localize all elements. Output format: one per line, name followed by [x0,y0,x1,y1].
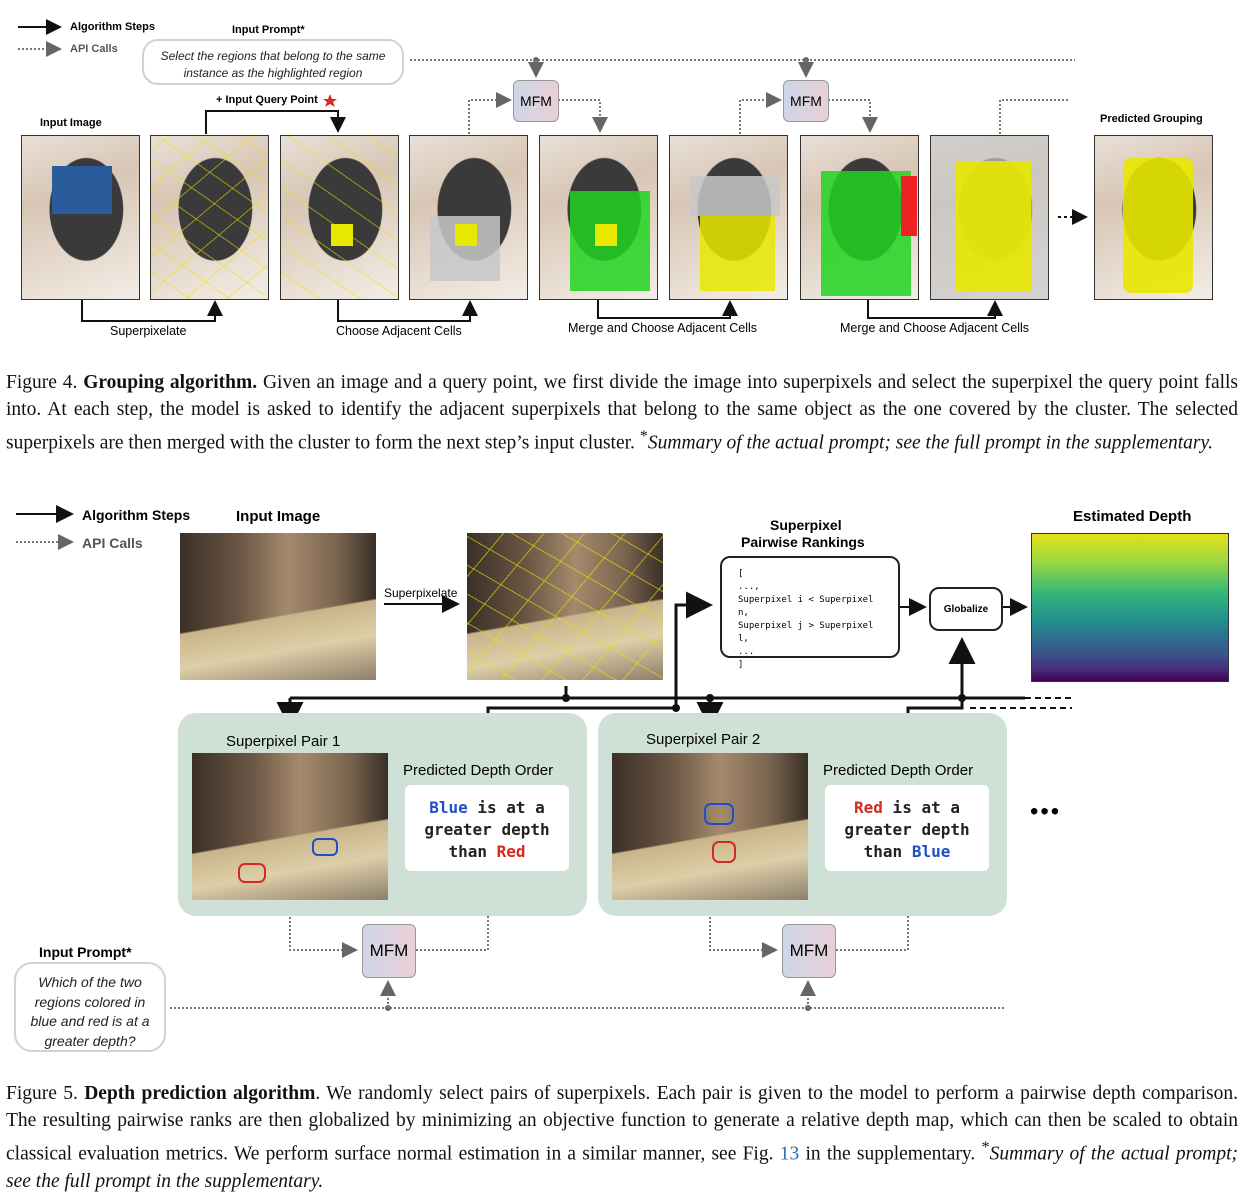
input-prompt-bubble: Select the regions that belong to the sa… [142,39,404,85]
fig5-connectors [16,505,1072,1011]
legend-api-label: API Calls [82,535,143,551]
query-point-label: + Input Query Point [216,94,318,106]
pair2-answer: Red is at a greater depth than Blue [825,785,989,871]
legend-steps-label: Algorithm Steps [70,21,155,33]
input-image-label: Input Image [40,117,102,129]
legend-steps-label: Algorithm Steps [82,507,191,523]
globalize-box: Globalize [929,587,1003,631]
superpixel-panel [150,135,269,300]
pairwise-rankings-box: [ ..., Superpixel i < Superpixel n, Supe… [720,556,900,670]
step-merge2-label: Merge and Choose Adjacent Cells [840,321,1030,335]
pair1-pdo-label: Predicted Depth Order [403,762,554,779]
estimated-depth-label: Estimated Depth [1073,508,1192,525]
step-superpixelate-label: Superpixelate [110,324,187,338]
mfm-box: MFM [782,924,836,978]
phone-screen [52,166,112,214]
star-icon [323,94,337,107]
step2-panel [669,135,788,300]
step2-answer-panel [800,135,919,300]
predicted-grouping-label: Predicted Grouping [1100,113,1203,125]
input-image-label: Input Image [236,508,321,525]
step-merge1-label: Merge and Choose Adjacent Cells [568,321,758,335]
mfm-box: MFM [362,924,416,978]
input-prompt-title: Input Prompt* [232,24,305,36]
predicted-grouping-panel [1094,135,1213,300]
figure5-caption: Figure 5. Depth prediction algorithm. We… [6,1083,1239,1192]
rankings-title-2: Pairwise Rankings [741,534,865,550]
query-panel [280,135,399,300]
legend-api-label: API Calls [70,43,118,55]
pair1-answer: Blue is at a greater depth than Red [405,785,569,871]
rankings-title-1: Superpixel [770,517,842,533]
input-prompt-title: Input Prompt* [39,944,132,960]
step1-answer-panel [539,135,658,300]
fig4-connectors [18,19,1088,322]
superpixelate-label: Superpixelate [384,586,458,600]
step1-panel [409,135,528,300]
step-choose-label: Choose Adjacent Cells [336,324,462,338]
more-pairs-ellipsis: ••• [1030,798,1062,825]
step3-panel [930,135,1049,300]
figure4-caption: Figure 4. Grouping algorithm. Given an i… [6,372,1239,454]
superpixel-room-image [467,533,663,680]
pair1-image [192,753,388,900]
phone-image-panel [21,135,140,300]
room-image [180,533,376,680]
pair2-title: Superpixel Pair 2 [646,731,761,748]
estimated-depth-map [1031,533,1229,682]
pair2-image [612,753,808,900]
mfm-box: MFM [513,80,559,122]
mfm-box: MFM [783,80,829,122]
input-prompt-bubble: Which of the two regions colored in blue… [14,962,166,1052]
pair2-pdo-label: Predicted Depth Order [823,762,974,779]
pair1-title: Superpixel Pair 1 [226,733,341,750]
